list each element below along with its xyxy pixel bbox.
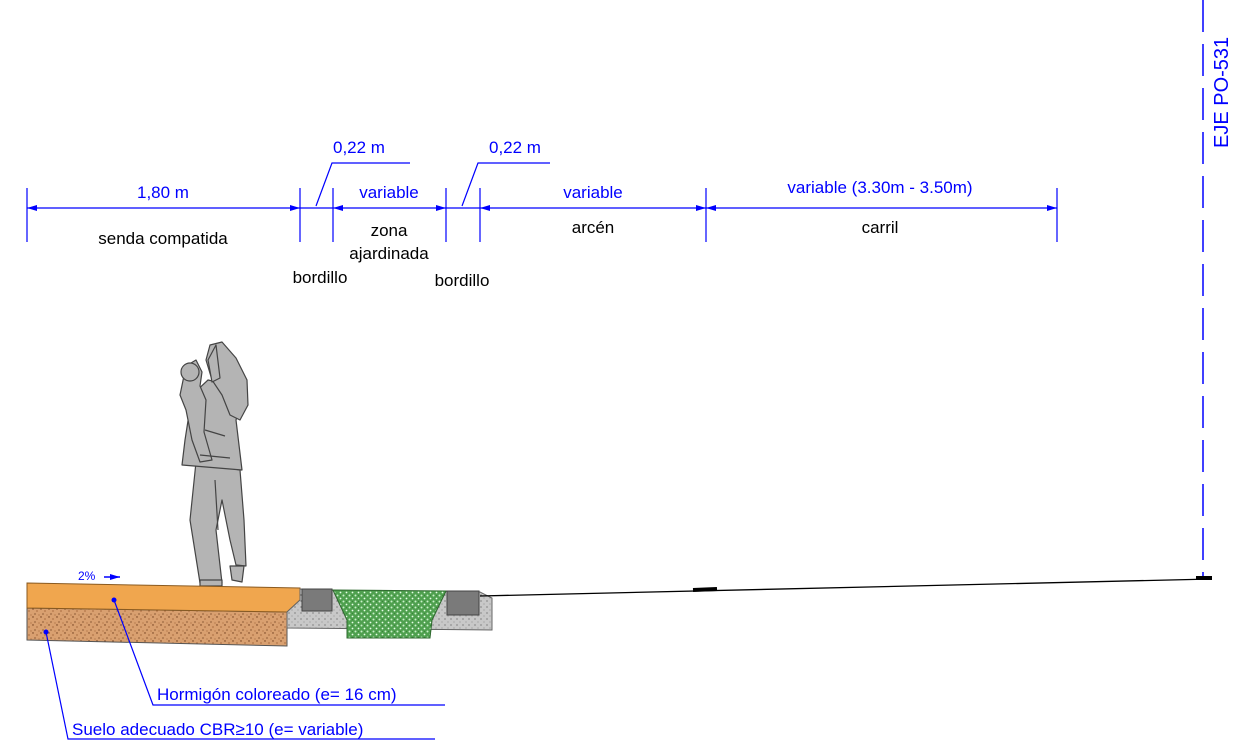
dim-bordillo-right: 0,22 m xyxy=(489,138,541,157)
soil-leader-dot xyxy=(43,629,49,635)
zone-zona-line1: zona xyxy=(371,221,408,240)
dim-bordillo-left: 0,22 m xyxy=(333,138,385,157)
axis-line xyxy=(1196,0,1212,580)
planting-zone xyxy=(332,589,447,639)
dim-carril: variable (3.30m - 3.50m) xyxy=(787,178,972,197)
axis-label: EJE PO-531 xyxy=(1211,37,1233,148)
soil-layer xyxy=(26,607,288,647)
dim-arcen: variable xyxy=(563,183,623,202)
zone-bordillo-left: bordillo xyxy=(293,268,348,287)
material-leaders xyxy=(45,599,445,740)
zone-arcen: arcén xyxy=(572,218,615,237)
concrete-layer xyxy=(26,582,301,613)
zone-senda: senda compatida xyxy=(98,229,228,248)
material-soil-label: Suelo adecuado CBR≥10 (e= variable) xyxy=(72,720,363,739)
person-figure xyxy=(179,341,249,587)
zone-zona-line2: ajardinada xyxy=(349,244,429,263)
curb-left xyxy=(301,588,333,612)
concrete-leader-dot xyxy=(111,597,117,603)
slope-label: 2% xyxy=(78,569,96,583)
zone-bordillo-right: bordillo xyxy=(435,271,490,290)
road-surface-line xyxy=(479,578,1213,597)
cross-section-layers xyxy=(26,578,1213,647)
dim-zona: variable xyxy=(359,183,419,202)
zone-carril: carril xyxy=(862,218,899,237)
dim-senda: 1,80 m xyxy=(137,183,189,202)
material-concrete-label: Hormigón coloreado (e= 16 cm) xyxy=(157,685,397,704)
dimension-line xyxy=(26,162,1058,242)
curb-right xyxy=(446,590,480,616)
